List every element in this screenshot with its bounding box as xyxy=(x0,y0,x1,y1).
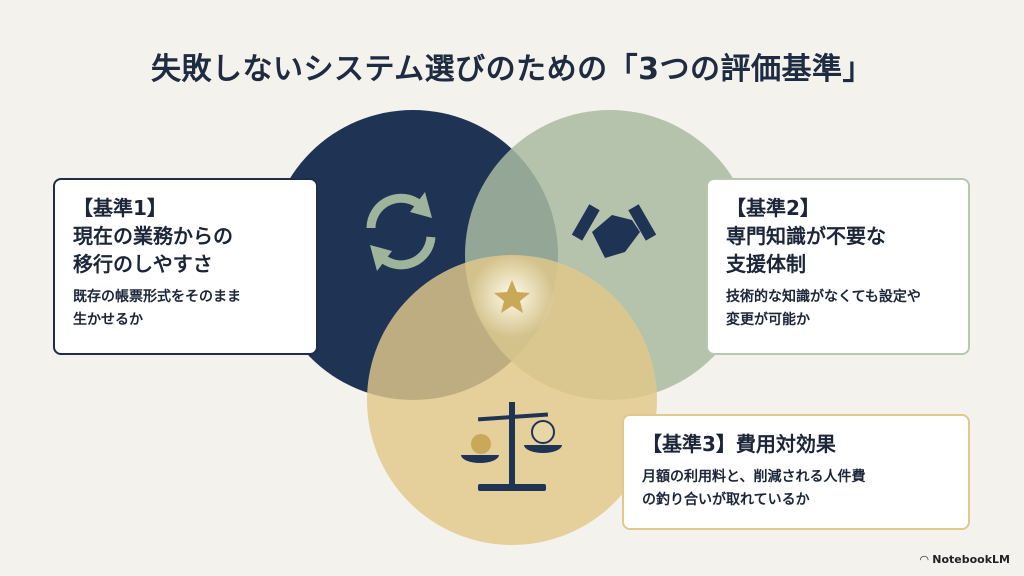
criterion-1-heading-line-1: 現在の業務からの xyxy=(73,224,233,248)
criterion-2-description: 技術的な知識がなくても設定や変更が可能か xyxy=(726,289,921,328)
criterion-card-3: 【基準3】費用対効果 月額の利用料と、削減される人件費の釣り合いが取れているか xyxy=(622,414,970,530)
star-icon xyxy=(494,280,530,313)
notebooklm-logo-icon: ◠ xyxy=(919,553,933,566)
criterion-3-label: 【基準3】 xyxy=(642,432,736,456)
criterion-3-description: 月額の利用料と、削減される人件費の釣り合いが取れているか xyxy=(642,469,866,508)
refresh-arrows-icon xyxy=(366,192,436,271)
criterion-1-heading-line-2: 移行のしやすさ xyxy=(73,252,213,276)
criterion-1-label: 【基準1】 xyxy=(73,196,167,220)
criterion-card-2: 【基準2】 専門知識が不要な 支援体制 技術的な知識がなくても設定や変更が可能か xyxy=(706,178,970,355)
balance-scale-icon xyxy=(461,402,562,491)
circle-criterion-3 xyxy=(367,255,657,545)
criterion-2-heading-line-2: 支援体制 xyxy=(726,252,806,276)
handshake-icon xyxy=(571,204,657,258)
criterion-2-heading-line-1: 専門知識が不要な xyxy=(726,224,886,248)
criterion-1-description: 既存の帳票形式をそのまま生かせるか xyxy=(73,289,241,328)
page-title: 失敗しないシステム選びのための「3つの評価基準」 xyxy=(151,52,873,87)
notebooklm-watermark: ◠ NotebookLM xyxy=(919,553,1010,566)
criterion-2-label: 【基準2】 xyxy=(726,196,820,220)
criterion-card-1: 【基準1】 現在の業務からの 移行のしやすさ 既存の帳票形式をそのまま生かせるか xyxy=(53,178,318,355)
criterion-3-heading: 費用対効果 xyxy=(735,432,836,456)
